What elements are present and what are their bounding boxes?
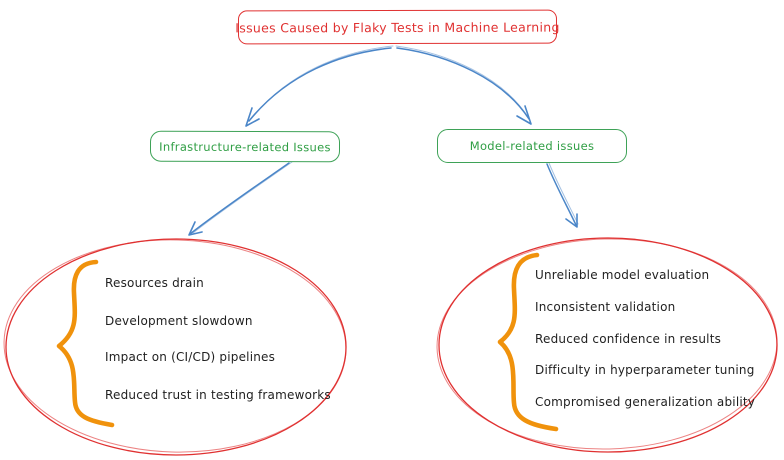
infrastructure-node-label: Infrastructure-related Issues: [159, 139, 331, 154]
model-to-ellipse-arrow: [546, 162, 579, 228]
infrastructure-brace: [56, 259, 115, 428]
root-node-label: Issues Caused by Flaky Tests in Machine …: [235, 19, 560, 35]
model-item: Difficulty in hyperparameter tuning: [535, 363, 755, 377]
title-to-infrastructure-arrow: [245, 45, 394, 127]
branch-node-infrastructure: Infrastructure-related Issues: [149, 130, 341, 163]
model-item: Compromised generalization ability: [535, 395, 756, 409]
infrastructure-item: Development slowdown: [105, 314, 253, 328]
infrastructure-ellipse: [3, 238, 347, 456]
infrastructure-item: Impact on (CI/CD) pipelines: [105, 350, 276, 364]
model-node-label: Model-related issues: [469, 139, 595, 153]
title-to-model-arrow: [395, 45, 532, 125]
infrastructure-item: Resources drain: [105, 276, 204, 290]
model-item: Inconsistent validation: [535, 300, 676, 314]
model-item: Reduced confidence in results: [535, 332, 722, 346]
branch-node-model: Model-related issues: [437, 129, 627, 163]
root-node-title: Issues Caused by Flaky Tests in Machine …: [235, 9, 560, 45]
infrastructure-to-ellipse-arrow: [188, 161, 293, 236]
model-ellipse: [436, 237, 778, 453]
infrastructure-item: Reduced trust in testing frameworks: [105, 388, 331, 402]
model-item: Unreliable model evaluation: [535, 268, 710, 282]
model-brace: [497, 252, 559, 432]
